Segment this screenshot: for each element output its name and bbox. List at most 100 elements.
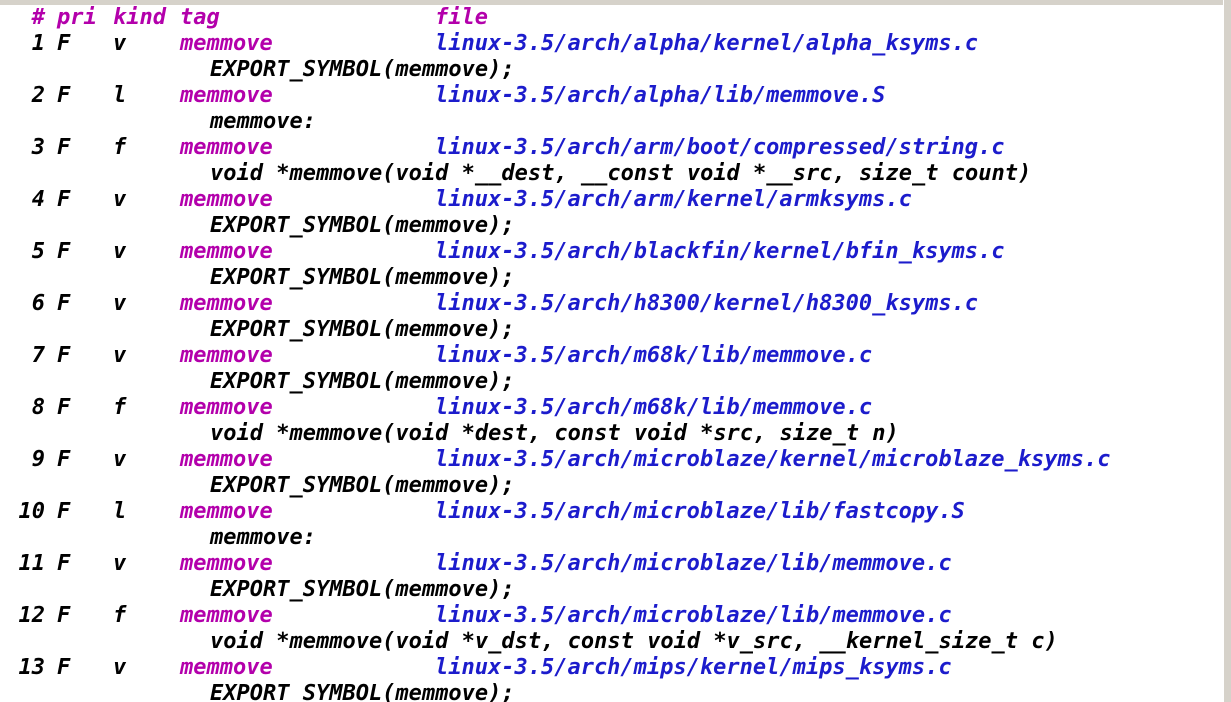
- tag-entry-main-line: 6 F v memmove linux-3.5/arch/h8300/kerne…: [0, 291, 1223, 317]
- entry-number: 10: [18, 499, 46, 524]
- tag-entry[interactable]: 13 F v memmove linux-3.5/arch/mips/kerne…: [0, 655, 1223, 702]
- entry-source-excerpt: memmove:: [210, 109, 316, 134]
- entry-tag-name: memmove: [180, 135, 273, 160]
- entry-file-path: linux-3.5/arch/mips/kernel/mips_ksyms.c: [435, 655, 952, 680]
- header-pri: pri: [57, 5, 97, 30]
- entry-file-path: linux-3.5/arch/microblaze/lib/memmove.c: [435, 603, 952, 628]
- entry-file-path: linux-3.5/arch/h8300/kernel/h8300_ksyms.…: [435, 291, 979, 316]
- entry-priority: F: [57, 83, 71, 108]
- entry-kind: v: [113, 343, 127, 368]
- entry-tag-name: memmove: [180, 603, 273, 628]
- entry-tag-name: memmove: [180, 395, 273, 420]
- entry-file-path: linux-3.5/arch/m68k/lib/memmove.c: [435, 395, 873, 420]
- entry-file-path: linux-3.5/arch/microblaze/lib/memmove.c: [435, 551, 952, 576]
- entry-number: 5: [31, 239, 45, 264]
- entry-source-excerpt: EXPORT_SYMBOL(memmove);: [210, 265, 515, 290]
- entry-priority: F: [57, 395, 71, 420]
- entry-source-excerpt: void *memmove(void *__dest, __const void…: [210, 161, 1032, 186]
- entry-kind: f: [113, 603, 127, 628]
- tag-entry[interactable]: 12 F f memmove linux-3.5/arch/microblaze…: [0, 603, 1223, 655]
- entry-number: 11: [18, 551, 46, 576]
- entry-file-path: linux-3.5/arch/microblaze/kernel/microbl…: [435, 447, 1111, 472]
- tag-entry[interactable]: 3 F f memmove linux-3.5/arch/arm/boot/co…: [0, 135, 1223, 187]
- entry-tag-name: memmove: [180, 447, 273, 472]
- tag-entry[interactable]: 9 F v memmove linux-3.5/arch/microblaze/…: [0, 447, 1223, 499]
- entry-priority: F: [57, 499, 71, 524]
- entry-kind: l: [113, 83, 127, 108]
- entry-kind: v: [113, 187, 127, 212]
- entry-priority: F: [57, 135, 71, 160]
- entry-priority: F: [57, 603, 71, 628]
- entry-file-path: linux-3.5/arch/arm/boot/compressed/strin…: [435, 135, 1005, 160]
- entry-tag-name: memmove: [180, 187, 273, 212]
- tag-entry-main-line: 7 F v memmove linux-3.5/arch/m68k/lib/me…: [0, 343, 1223, 369]
- header-kind: kind: [113, 5, 166, 30]
- tag-entry-main-line: 10 F l memmove linux-3.5/arch/microblaze…: [0, 499, 1223, 525]
- entry-source-excerpt: EXPORT_SYMBOL(memmove);: [210, 57, 515, 82]
- tag-entry-main-line: 1 F v memmove linux-3.5/arch/alpha/kerne…: [0, 31, 1223, 57]
- tag-entry[interactable]: 7 F v memmove linux-3.5/arch/m68k/lib/me…: [0, 343, 1223, 395]
- header-tag: tag: [180, 5, 220, 30]
- entry-kind: v: [113, 655, 127, 680]
- tag-entry-main-line: 8 F f memmove linux-3.5/arch/m68k/lib/me…: [0, 395, 1223, 421]
- entry-priority: F: [57, 343, 71, 368]
- entry-kind: l: [113, 499, 127, 524]
- tag-entry[interactable]: 1 F v memmove linux-3.5/arch/alpha/kerne…: [0, 31, 1223, 83]
- entry-kind: v: [113, 31, 127, 56]
- tag-entry[interactable]: 5 F v memmove linux-3.5/arch/blackfin/ke…: [0, 239, 1223, 291]
- tag-entry-excerpt-line: EXPORT_SYMBOL(memmove);: [0, 369, 1223, 395]
- entry-file-path: linux-3.5/arch/alpha/lib/memmove.S: [435, 83, 886, 108]
- entry-number: 7: [31, 343, 45, 368]
- window-border-top: [0, 0, 1231, 5]
- tag-entry[interactable]: 4 F v memmove linux-3.5/arch/arm/kernel/…: [0, 187, 1223, 239]
- tag-entry-main-line: 2 F l memmove linux-3.5/arch/alpha/lib/m…: [0, 83, 1223, 109]
- entry-kind: f: [113, 395, 127, 420]
- scrollbar-track[interactable]: [1223, 0, 1231, 702]
- tag-entry[interactable]: 8 F f memmove linux-3.5/arch/m68k/lib/me…: [0, 395, 1223, 447]
- tag-entry[interactable]: 2 F l memmove linux-3.5/arch/alpha/lib/m…: [0, 83, 1223, 135]
- entry-kind: f: [113, 135, 127, 160]
- tag-entry-main-line: 11 F v memmove linux-3.5/arch/microblaze…: [0, 551, 1223, 577]
- entry-number: 12: [18, 603, 46, 628]
- entry-source-excerpt: void *memmove(void *dest, const void *sr…: [210, 421, 899, 446]
- entry-number: 4: [31, 187, 45, 212]
- entry-tag-name: memmove: [180, 655, 273, 680]
- entry-kind: v: [113, 239, 127, 264]
- tag-entry[interactable]: 6 F v memmove linux-3.5/arch/h8300/kerne…: [0, 291, 1223, 343]
- entry-tag-name: memmove: [180, 343, 273, 368]
- entry-tag-name: memmove: [180, 499, 273, 524]
- tag-entry-excerpt-line: EXPORT_SYMBOL(memmove);: [0, 213, 1223, 239]
- entry-kind: v: [113, 447, 127, 472]
- entry-kind: v: [113, 551, 127, 576]
- entry-source-excerpt: EXPORT_SYMBOL(memmove);: [210, 681, 515, 702]
- entry-tag-name: memmove: [180, 551, 273, 576]
- entry-source-excerpt: EXPORT_SYMBOL(memmove);: [210, 577, 515, 602]
- tag-entry[interactable]: 10 F l memmove linux-3.5/arch/microblaze…: [0, 499, 1223, 551]
- tag-entry-main-line: 12 F f memmove linux-3.5/arch/microblaze…: [0, 603, 1223, 629]
- entry-number: 3: [31, 135, 45, 160]
- entry-source-excerpt: EXPORT_SYMBOL(memmove);: [210, 213, 515, 238]
- tag-entry-excerpt-line: void *memmove(void *dest, const void *sr…: [0, 421, 1223, 447]
- tag-entry-main-line: 4 F v memmove linux-3.5/arch/arm/kernel/…: [0, 187, 1223, 213]
- tag-entry[interactable]: 11 F v memmove linux-3.5/arch/microblaze…: [0, 551, 1223, 603]
- tag-list-header: # pri kind tag file: [0, 5, 1223, 31]
- entry-priority: F: [57, 291, 71, 316]
- tag-list: 1 F v memmove linux-3.5/arch/alpha/kerne…: [0, 31, 1223, 702]
- entry-number: 6: [31, 291, 45, 316]
- entry-priority: F: [57, 551, 71, 576]
- entry-tag-name: memmove: [180, 291, 273, 316]
- entry-file-path: linux-3.5/arch/microblaze/lib/fastcopy.S: [435, 499, 965, 524]
- entry-priority: F: [57, 447, 71, 472]
- entry-priority: F: [57, 655, 71, 680]
- entry-tag-name: memmove: [180, 83, 273, 108]
- tag-entry-main-line: 9 F v memmove linux-3.5/arch/microblaze/…: [0, 447, 1223, 473]
- tag-entry-main-line: 5 F v memmove linux-3.5/arch/blackfin/ke…: [0, 239, 1223, 265]
- entry-source-excerpt: memmove:: [210, 525, 316, 550]
- entry-priority: F: [57, 239, 71, 264]
- tag-entry-excerpt-line: EXPORT_SYMBOL(memmove);: [0, 473, 1223, 499]
- tag-entry-excerpt-line: EXPORT_SYMBOL(memmove);: [0, 57, 1223, 83]
- entry-file-path: linux-3.5/arch/blackfin/kernel/bfin_ksym…: [435, 239, 1005, 264]
- tag-entry-main-line: 3 F f memmove linux-3.5/arch/arm/boot/co…: [0, 135, 1223, 161]
- tag-entry-excerpt-line: memmove:: [0, 525, 1223, 551]
- entry-number: 13: [18, 655, 46, 680]
